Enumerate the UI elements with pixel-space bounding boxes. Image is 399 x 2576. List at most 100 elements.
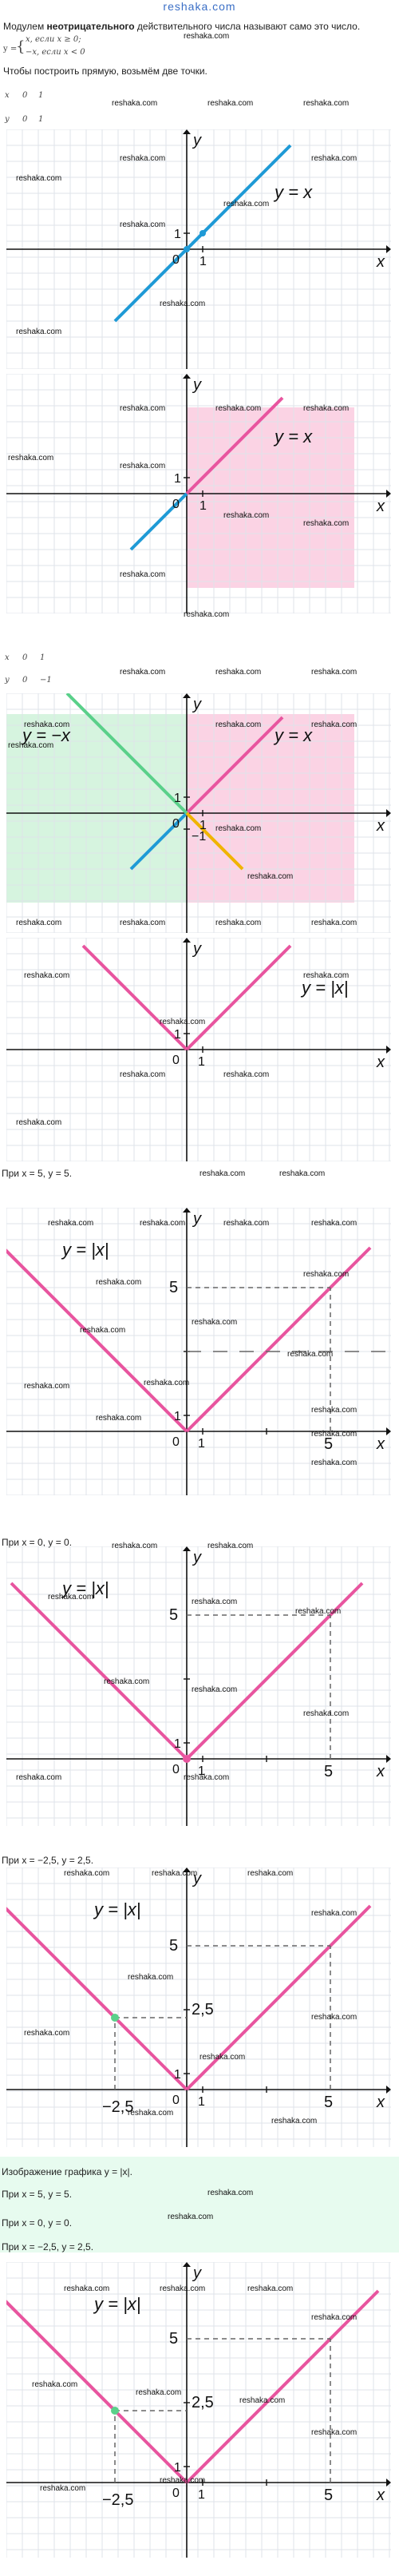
summary-line-3: При x = −2,5, y = 2,5. [2, 2241, 94, 2253]
x-one-label: 1 [200, 255, 207, 268]
grid [6, 1546, 391, 1826]
watermark-text: reshaka.com [192, 1598, 238, 1606]
def-y: y = [3, 45, 18, 54]
watermark-text: reshaka.com [160, 2284, 206, 2293]
watermark-text: reshaka.com [311, 1430, 358, 1439]
def-brace: { [16, 38, 26, 55]
equation-label: y = |x| [93, 2294, 141, 2314]
point-origin [183, 1755, 191, 1763]
point-origin [184, 246, 190, 252]
watermark-text: reshaka.com [16, 1118, 62, 1127]
equation-label: y = x [273, 725, 313, 745]
watermark-text: reshaka.com [16, 1773, 62, 1782]
watermark-text: reshaka.com [247, 872, 294, 881]
table-cell: y [5, 676, 10, 685]
watermark-text: reshaka.com [120, 154, 166, 163]
watermark-text: reshaka.com [184, 610, 230, 619]
watermark-text: reshaka.com [215, 720, 262, 729]
watermark-text: reshaka.com [8, 741, 54, 750]
abs-branch-left [81, 944, 188, 1051]
y-axis-arrow [183, 1868, 191, 1872]
watermark-text: reshaka.com [140, 1219, 186, 1228]
watermark-text: reshaka.com [247, 1869, 294, 1878]
watermark-text: reshaka.com [48, 1219, 94, 1228]
watermark-text: reshaka.com [311, 2428, 358, 2437]
watermark-text: reshaka.com [223, 511, 270, 520]
x-axis-arrow [386, 245, 391, 253]
intro-text-a: Модулем [3, 21, 47, 32]
watermark-text: reshaka.com [287, 1350, 334, 1359]
watermark-text: reshaka.com [200, 1169, 246, 1178]
y-axis-label: y [192, 696, 202, 713]
watermark-text: reshaka.com [207, 99, 254, 108]
equation-label: y = |x| [61, 1578, 109, 1598]
watermark-text: reshaka.com [40, 2484, 86, 2493]
watermark-text: reshaka.com [112, 1542, 158, 1550]
watermark-text: reshaka.com [215, 824, 262, 833]
watermark-text: reshaka.com [184, 32, 230, 41]
x-axis-arrow [386, 1046, 391, 1054]
origin-label: 0 [172, 253, 180, 267]
x-axis-label: x [376, 253, 385, 271]
line-y-equals-x-positive [185, 716, 284, 815]
watermark-text: reshaka.com [215, 404, 262, 413]
y-axis-label: y [192, 132, 202, 149]
origin-label: 0 [172, 498, 180, 511]
line-y-equals-x-positive [185, 396, 284, 495]
point-minus-2-5 [111, 2014, 119, 2022]
watermark-text: reshaka.com [48, 1593, 94, 1602]
x-axis-arrow [386, 2086, 391, 2094]
y-axis-label: y [192, 940, 202, 958]
watermark-text: reshaka.com [311, 720, 358, 729]
watermark-text: reshaka.com [120, 919, 166, 927]
equation-label: y = x [273, 182, 313, 202]
table-cell: x [5, 653, 10, 662]
watermark-text: reshaka.com [160, 300, 206, 308]
watermark-text: reshaka.com [160, 1018, 206, 1026]
watermark-text: reshaka.com [120, 462, 166, 470]
summary-line-1: При x = 5, y = 5. [2, 2189, 73, 2200]
y-five-label: 5 [169, 1279, 178, 1296]
watermark-text: reshaka.com [96, 1278, 142, 1287]
table-cell: 1 [38, 91, 44, 100]
x-one-label: 1 [198, 1437, 205, 1451]
watermark-text: reshaka.com [303, 99, 350, 108]
site-logo[interactable]: reshaka.com [163, 0, 236, 13]
origin-label: 0 [172, 2487, 180, 2500]
x-axis-label: x [376, 1435, 385, 1453]
watermark-text: reshaka.com [120, 404, 166, 413]
x-one-label: 1 [200, 499, 207, 513]
y-axis-label: y [192, 376, 202, 394]
def-case-2: −x, если x < 0 [26, 48, 85, 57]
y-axis-arrow [183, 2262, 191, 2267]
x-axis-arrow [386, 809, 391, 817]
watermark-text: reshaka.com [120, 220, 166, 229]
y-axis-label: y [192, 1210, 202, 1228]
x-one-label: 1 [198, 2488, 205, 2502]
watermark-text: reshaka.com [303, 519, 350, 528]
x-axis-arrow [386, 1427, 391, 1435]
x-axis-label: x [376, 817, 385, 835]
x-five-label: 5 [324, 1763, 333, 1780]
x-axis-label: x [376, 1763, 385, 1780]
watermark-text: reshaka.com [200, 2053, 246, 2062]
y-one-label: 1 [174, 1737, 181, 1751]
equation-label: y = x [273, 427, 313, 447]
y-axis-arrow [183, 938, 191, 943]
abs-branch-right [185, 1582, 364, 1760]
watermark-text: reshaka.com [303, 1270, 350, 1279]
watermark-text: reshaka.com [311, 1219, 358, 1228]
watermark-text: reshaka.com [168, 2213, 214, 2221]
watermark-text: reshaka.com [104, 1677, 150, 1686]
table-cell: 1 [40, 653, 45, 662]
watermark-text: reshaka.com [303, 971, 350, 980]
caption-3: При x = −2,5, y = 2,5. [2, 1855, 94, 1866]
point-1-1 [200, 230, 206, 236]
x-one-label: 1 [200, 819, 207, 832]
origin-label: 0 [172, 1763, 180, 1776]
site-header[interactable]: reshaka.com [0, 0, 399, 18]
